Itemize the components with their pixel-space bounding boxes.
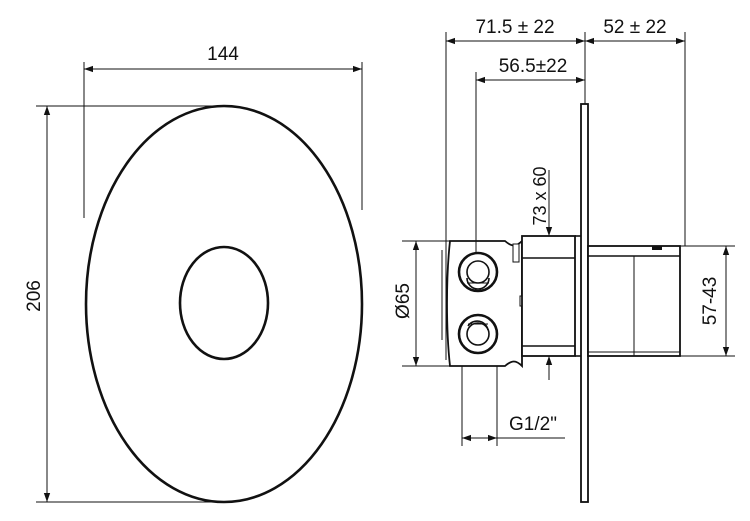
side-cover-plate: [580, 103, 589, 503]
side-view: 71.5 ± 22 52 ± 22 56.5±22 73 x 60 Ø65: [393, 17, 735, 503]
total-depth-dimension: 71.5 ± 22: [445, 17, 586, 246]
body-depth-label: 56.5±22: [499, 56, 568, 77]
handle-depth-dimension: 52 ± 22: [585, 17, 686, 246]
control-knob-outline: [178, 245, 270, 361]
upper-outlet-port: [457, 251, 499, 293]
side-handle: [587, 245, 681, 357]
width-dimension: 144: [83, 44, 363, 218]
body-diameter-dimension: Ø65: [393, 240, 452, 367]
front-view: 144 206: [24, 44, 364, 504]
body-diameter-label: Ø65: [393, 283, 414, 319]
thread-dimension: G1/2": [462, 414, 565, 442]
thread-label: G1/2": [509, 414, 557, 435]
cutout-label: 73 x 60: [530, 166, 550, 225]
lower-outlet-port: [457, 313, 499, 355]
handle-height-label: 57-43: [700, 277, 721, 326]
cover-plate-outline: [84, 104, 364, 504]
total-depth-label: 71.5 ± 22: [475, 17, 554, 38]
height-label: 206: [24, 280, 45, 312]
cartridge-housing: [521, 235, 581, 357]
handle-height-dimension: 57-43: [680, 245, 735, 357]
handle-depth-label: 52 ± 22: [603, 17, 666, 38]
width-label: 144: [207, 44, 239, 65]
height-dimension: 206: [24, 105, 226, 503]
body-depth-dimension: 56.5±22: [475, 56, 585, 252]
cutout-dimension: 73 x 60: [530, 166, 553, 380]
valve-body: [441, 238, 529, 369]
